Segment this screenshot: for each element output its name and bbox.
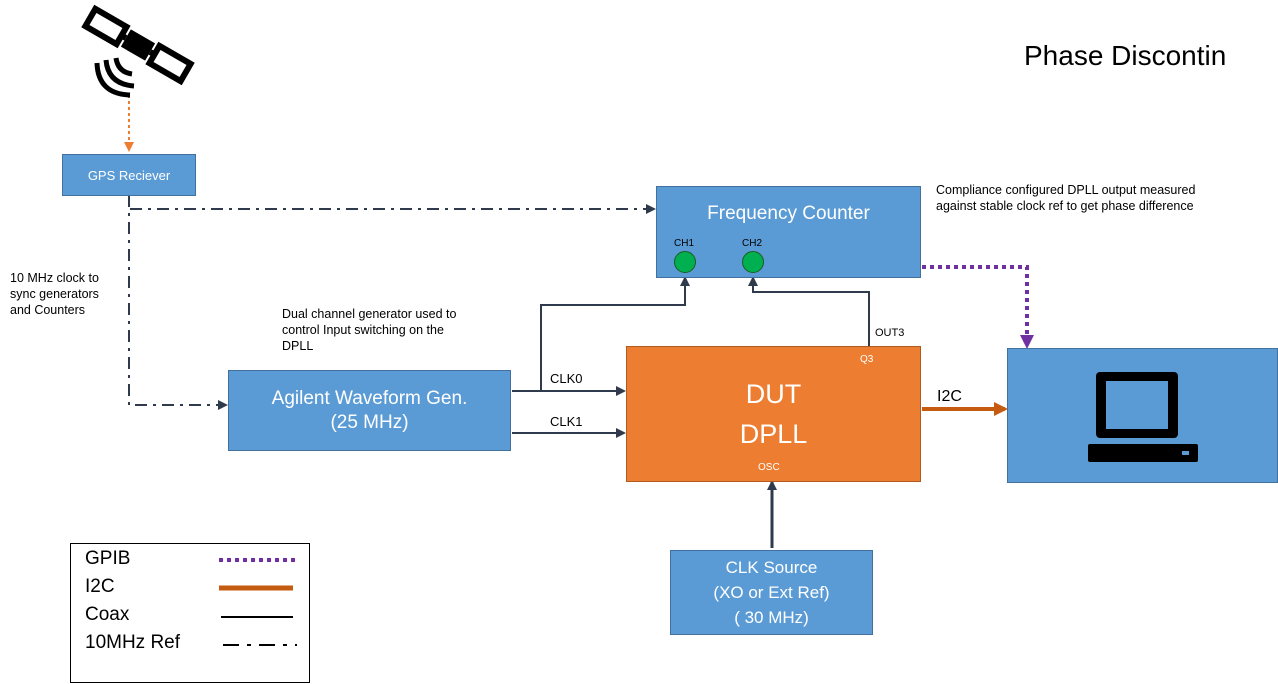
clk1-label: CLK1 xyxy=(550,414,583,429)
clk0-label: CLK0 xyxy=(550,371,583,386)
legend-swatches xyxy=(219,558,299,646)
clock-sync-note: 10 MHz clock to sync generators and Coun… xyxy=(10,271,99,317)
ch1-label: CH1 xyxy=(674,238,695,249)
dut-label: DUT xyxy=(745,379,802,409)
clk-source-type: (XO or Ext Ref) xyxy=(713,583,830,602)
gpib-wire xyxy=(922,265,1034,349)
ch1-port xyxy=(674,251,696,273)
gps-to-generator-ref xyxy=(128,195,228,410)
legend-i2c-label: I2C xyxy=(85,576,115,597)
waveform-generator-name: Agilent Waveform Gen. xyxy=(271,387,468,409)
clk-source-title: CLK Source xyxy=(725,558,818,577)
ch2-label: CH2 xyxy=(742,238,763,249)
computer-monitor-icon xyxy=(1087,371,1198,462)
dpll-label: DPLL xyxy=(739,419,808,449)
generator-note: Dual channel generator used to control I… xyxy=(282,307,457,353)
waveform-generator-freq: (25 MHz) xyxy=(330,411,409,433)
clk-source-freq: ( 30 MHz) xyxy=(734,608,809,627)
computer-box xyxy=(1007,348,1278,483)
signal-waves-icon xyxy=(94,57,135,98)
osc-port-label: OSC xyxy=(758,462,780,473)
out3-to-ch2-wire xyxy=(748,276,870,346)
legend-gpib-label: GPIB xyxy=(85,548,131,569)
q3-port-label: Q3 xyxy=(860,354,874,365)
gps-receiver-box: GPS Reciever xyxy=(62,154,196,196)
legend-ref-label: 10MHz Ref xyxy=(85,632,181,653)
dut-dpll-box: DUT DPLL xyxy=(626,346,921,482)
gps-receiver-label: GPS Reciever xyxy=(87,167,171,183)
satellite-icon xyxy=(81,4,195,86)
legend: GPIB I2C Coax 10MHz Ref xyxy=(70,543,310,683)
frequency-counter-label: Frequency Counter xyxy=(707,203,870,224)
clk0-to-ch1-wire xyxy=(540,276,690,391)
frequency-counter-box: Frequency Counter xyxy=(656,186,921,278)
out3-label: OUT3 xyxy=(875,327,905,339)
legend-coax-label: Coax xyxy=(85,604,130,625)
compliance-note: Compliance configured DPLL output measur… xyxy=(936,183,1196,213)
page-title: Phase Discontin xyxy=(1024,40,1227,71)
clk-source-box: CLK Source (XO or Ext Ref) ( 30 MHz) xyxy=(670,550,873,635)
i2c-wire-label: I2C xyxy=(937,388,962,405)
ch2-port xyxy=(742,251,764,273)
waveform-generator-box: Agilent Waveform Gen. (25 MHz) xyxy=(228,370,511,451)
